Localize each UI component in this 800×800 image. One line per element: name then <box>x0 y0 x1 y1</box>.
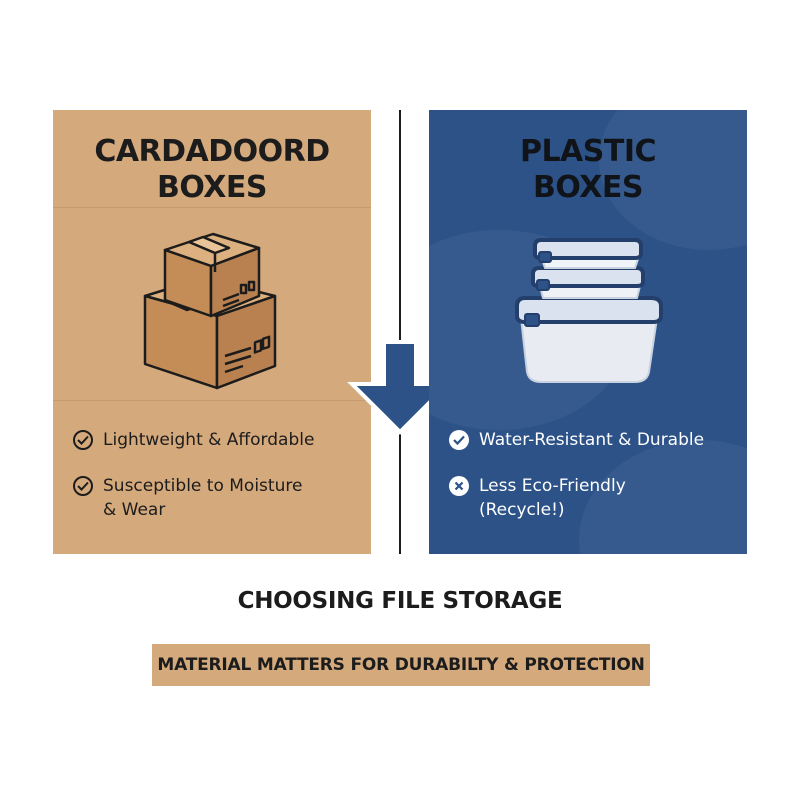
cardboard-title-line1: CARDADOORD <box>94 134 330 169</box>
plastic-title-line1: PLASTIC <box>519 134 657 169</box>
center-divider <box>399 110 401 554</box>
plastic-feature-2: Less Eco-Friendly (Recycle!) <box>449 474 737 522</box>
check-icon <box>449 430 469 450</box>
cardboard-panel: CARDADOORD BOXES <box>53 110 371 554</box>
cardboard-feature-1: Lightweight & Affordable <box>73 428 361 452</box>
feature-line: Less Eco-Friendly <box>479 476 626 496</box>
stacked-cardboard-boxes-icon <box>143 232 277 390</box>
plastic-feature-2-text: Less Eco-Friendly (Recycle!) <box>479 474 626 522</box>
panel-crease <box>53 207 371 208</box>
down-arrow-icon <box>347 340 453 435</box>
cardboard-feature-1-text: Lightweight & Affordable <box>103 428 314 452</box>
main-title: CHOOSING FILE STORAGE <box>237 588 563 614</box>
cardboard-title: CARDADOORD BOXES <box>53 134 371 206</box>
banner-text: MATERIAL MATTERS FOR DURABILTY & PROTECT… <box>157 655 645 675</box>
check-icon <box>73 476 93 496</box>
feature-line: Susceptible to Moisture <box>103 476 303 496</box>
plastic-panel: PLASTIC BOXES Water-Resistant & Durable <box>429 110 747 554</box>
plastic-feature-1: Water-Resistant & Durable <box>449 428 737 452</box>
cardboard-feature-2-text: Susceptible to Moisture & Wear <box>103 474 302 522</box>
check-icon <box>73 430 93 450</box>
panel-crease <box>53 400 371 401</box>
plastic-feature-1-text: Water-Resistant & Durable <box>479 428 704 452</box>
feature-line: & Wear <box>103 500 166 520</box>
cardboard-title-line2: BOXES <box>156 170 268 205</box>
feature-line: (Recycle!) <box>479 500 565 520</box>
x-icon <box>449 476 469 496</box>
stacked-plastic-containers-icon <box>515 238 663 383</box>
feature-line: Lightweight & Affordable <box>103 430 315 450</box>
feature-line: Water-Resistant & Durable <box>479 430 705 450</box>
plastic-title-line2: BOXES <box>532 170 644 205</box>
banner: MATERIAL MATTERS FOR DURABILTY & PROTECT… <box>152 644 650 686</box>
cardboard-feature-2: Susceptible to Moisture & Wear <box>73 474 361 522</box>
plastic-title: PLASTIC BOXES <box>429 134 747 206</box>
